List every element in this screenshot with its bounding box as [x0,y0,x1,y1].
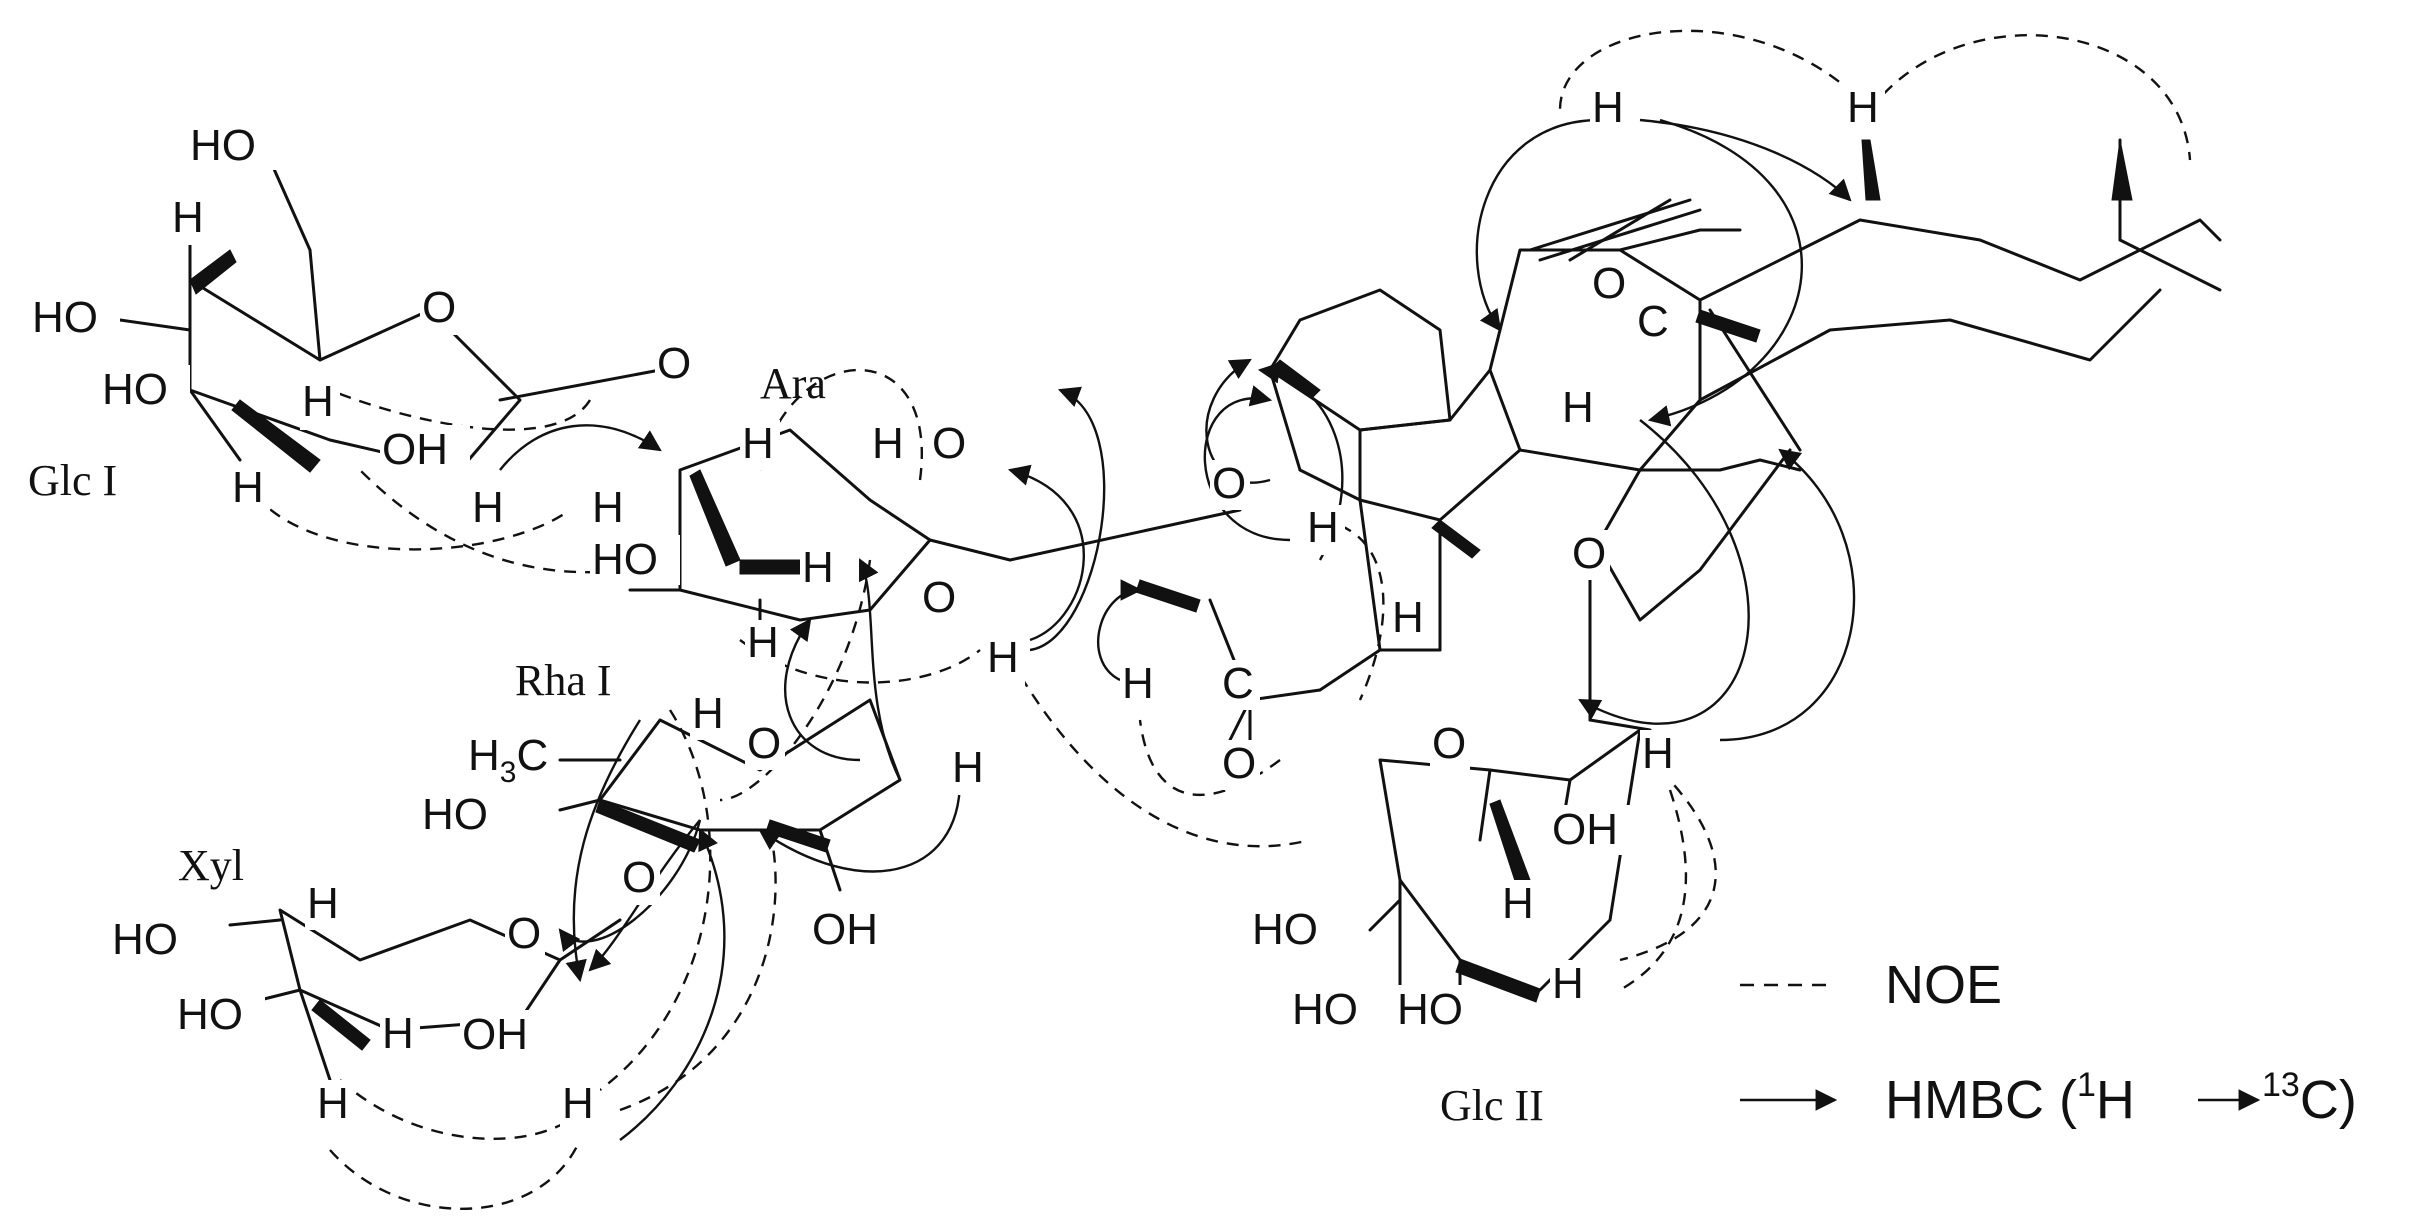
atom-label: O [1222,739,1256,788]
wedge-bonds [189,139,2133,1051]
atom-label: O [1592,259,1626,308]
atom-label: O [1432,719,1466,768]
atom-label: H [172,193,204,242]
atom-label: H [747,618,779,667]
atom-label: H [317,1079,349,1128]
atom-label: C [1222,659,1254,708]
atom-label: C [1637,297,1669,346]
atom-label: H [382,1009,414,1058]
atom-label: H [1552,959,1584,1008]
sugar-label-glc1: Glc I [28,456,117,505]
legend: NOE HMBC (1H 13C) [1740,955,2357,1130]
atom-label: O [507,909,541,958]
atom-label: H [742,419,774,468]
sugar-label-glc2: Glc II [1440,1081,1544,1130]
atom-label: H [987,633,1019,682]
atom-label: H [1392,593,1424,642]
atom-label: OH [812,905,878,954]
sugar-label-rha1: Rha I [515,656,612,705]
atom-label: HO [1292,985,1358,1034]
atom-label: H [592,483,624,532]
atom-label: H [1847,83,1879,132]
atom-label: O [422,283,456,332]
atom-label: OH [382,425,448,474]
atom-label: H [302,377,334,426]
legend-hmbc-c: 13C) [2262,1066,2357,1130]
atom-label: H [802,543,834,592]
atom-label: H [232,463,264,512]
atom-label: HO [1252,905,1318,954]
hmbc-correlations [499,118,1856,1141]
atom-label: HO [32,293,98,342]
sugar-label-xyl: Xyl [178,841,244,890]
skeleton-bonds [118,138,2222,1082]
atom-label: HO [592,535,658,584]
atom-label: O [747,719,781,768]
atom-label: HO [190,121,256,170]
atom-label: O [1212,459,1246,508]
atom-label: HO [102,365,168,414]
atom-label: O [932,419,966,468]
atom-label: H [1642,729,1674,778]
atom-label: OH [1552,805,1618,854]
atom-label: H [307,879,339,928]
atom-label: O [922,573,956,622]
atom-label: H [1502,879,1534,928]
atom-label: O [622,853,656,902]
sugar-labels: Glc I Ara Rha I Xyl Glc II [28,359,1544,1130]
atom-label: H [1122,659,1154,708]
sugar-label-ara: Ara [760,359,826,408]
atom-label: H [692,689,724,738]
atom-label: H [562,1079,594,1128]
atom-label: HO [422,790,488,839]
h3c-label: H3C [468,731,548,789]
atom-label: H [952,743,984,792]
atom-label: HO [1397,985,1463,1034]
atom-label: H [1307,503,1339,552]
legend-noe-label: NOE [1885,955,2002,1015]
atom-label: H [872,419,904,468]
atom-label: H [472,483,504,532]
atom-label: H [1562,383,1594,432]
legend-hmbc-label: HMBC (1H [1885,1066,2135,1130]
atom-label: HO [177,990,243,1039]
atom-label: OH [462,1010,528,1059]
atom-label: O [657,339,691,388]
atom-label: O [1572,529,1606,578]
atom-labels: HO H HO O HO H OH O H H H H O H HO H O H [30,83,1885,1130]
atom-label: HO [112,915,178,964]
atom-label: H [1592,83,1624,132]
